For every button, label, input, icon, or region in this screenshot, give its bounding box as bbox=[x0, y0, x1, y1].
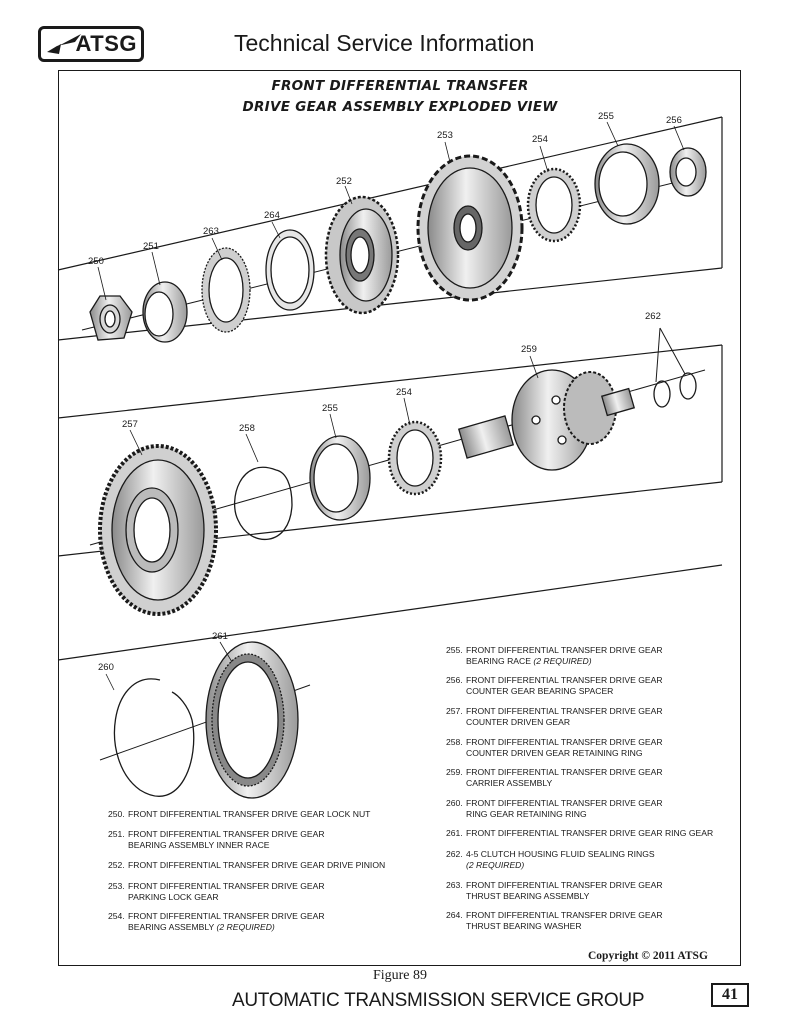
part-263-thrust-bearing bbox=[201, 247, 251, 333]
part-253-parking-lock-gear bbox=[416, 154, 524, 302]
callout-260: 260 bbox=[98, 662, 114, 673]
part-258-retaining-ring bbox=[234, 466, 293, 541]
part-262-sealing-ring-a bbox=[653, 380, 671, 408]
part-256-spacer bbox=[669, 147, 707, 197]
diagram-title-line2: DRIVE GEAR ASSEMBLY EXPLODED VIEW bbox=[242, 99, 558, 115]
callout-255-top: 255 bbox=[598, 111, 614, 122]
part-260-retaining-ring bbox=[113, 678, 195, 797]
figure-frame bbox=[58, 70, 741, 966]
part-251-inner-race bbox=[142, 281, 188, 343]
legend-item-253: 253.FRONT DIFFERENTIAL TRANSFER DRIVE GE… bbox=[108, 881, 325, 902]
legend-item-257: 257.FRONT DIFFERENTIAL TRANSFER DRIVE GE… bbox=[446, 706, 663, 727]
callout-263: 263 bbox=[203, 226, 219, 237]
callout-258: 258 bbox=[239, 423, 255, 434]
legend-item-263: 263.FRONT DIFFERENTIAL TRANSFER DRIVE GE… bbox=[446, 880, 663, 901]
part-255-bearing-race-top bbox=[594, 143, 660, 225]
part-254-bearing-assembly-mid bbox=[387, 420, 443, 496]
callout-252: 252 bbox=[336, 176, 352, 187]
legend-item-264: 264.FRONT DIFFERENTIAL TRANSFER DRIVE GE… bbox=[446, 910, 663, 931]
atsg-logo: ATSG bbox=[38, 26, 144, 62]
logo-text: ATSG bbox=[75, 31, 137, 56]
callout-261: 261 bbox=[212, 631, 228, 642]
part-255-bearing-race-mid bbox=[309, 435, 371, 521]
legend-item-255: 255.FRONT DIFFERENTIAL TRANSFER DRIVE GE… bbox=[446, 645, 663, 666]
legend-item-252: 252.FRONT DIFFERENTIAL TRANSFER DRIVE GE… bbox=[108, 860, 386, 870]
figure-caption: Figure 89 bbox=[372, 968, 428, 983]
legend-item-256: 256.FRONT DIFFERENTIAL TRANSFER DRIVE GE… bbox=[446, 675, 663, 696]
part-262-sealing-ring-b bbox=[679, 372, 697, 400]
copyright-notice: Copyright © 2011 ATSG bbox=[588, 950, 708, 962]
callout-254-mid: 254 bbox=[396, 387, 412, 398]
diagram-title-line1: FRONT DIFFERENTIAL TRANSFER bbox=[271, 78, 529, 94]
part-252-drive-pinion bbox=[324, 195, 400, 315]
page-number: 41 bbox=[711, 983, 749, 1007]
part-254-bearing-assembly-top bbox=[526, 167, 582, 243]
callout-264: 264 bbox=[264, 210, 280, 221]
footer-title: AUTOMATIC TRANSMISSION SERVICE GROUP bbox=[232, 990, 645, 1011]
legend-item-258: 258.FRONT DIFFERENTIAL TRANSFER DRIVE GE… bbox=[446, 737, 663, 758]
callout-251: 251 bbox=[143, 241, 159, 252]
callout-262: 262 bbox=[645, 311, 661, 322]
legend-item-262: 262.4-5 CLUTCH HOUSING FLUID SEALING RIN… bbox=[446, 849, 655, 870]
part-250-lock-nut bbox=[89, 295, 133, 341]
callout-259: 259 bbox=[521, 344, 537, 355]
callout-253: 253 bbox=[437, 130, 453, 141]
callout-257: 257 bbox=[122, 419, 138, 430]
diagram-title: FRONT DIFFERENTIAL TRANSFER DRIVE GEAR A… bbox=[0, 76, 800, 118]
legend-item-260: 260.FRONT DIFFERENTIAL TRANSFER DRIVE GE… bbox=[446, 798, 663, 819]
callout-256: 256 bbox=[666, 115, 682, 126]
legend-item-250: 250.FRONT DIFFERENTIAL TRANSFER DRIVE GE… bbox=[108, 809, 371, 819]
legend-item-261: 261.FRONT DIFFERENTIAL TRANSFER DRIVE GE… bbox=[446, 828, 714, 838]
callout-255-mid: 255 bbox=[322, 403, 338, 414]
part-257-counter-driven-gear bbox=[98, 444, 218, 616]
part-261-ring-gear bbox=[205, 641, 299, 799]
callout-250: 250 bbox=[88, 256, 104, 267]
legend-item-259: 259.FRONT DIFFERENTIAL TRANSFER DRIVE GE… bbox=[446, 767, 663, 788]
airplane-logo-icon bbox=[47, 34, 81, 54]
legend-item-251: 251.FRONT DIFFERENTIAL TRANSFER DRIVE GE… bbox=[108, 829, 325, 850]
part-259-carrier-assembly bbox=[457, 369, 636, 471]
part-264-washer bbox=[265, 229, 315, 311]
callout-254-top: 254 bbox=[532, 134, 548, 145]
header-title: Technical Service Information bbox=[234, 30, 535, 56]
legend-item-254: 254.FRONT DIFFERENTIAL TRANSFER DRIVE GE… bbox=[108, 911, 325, 932]
